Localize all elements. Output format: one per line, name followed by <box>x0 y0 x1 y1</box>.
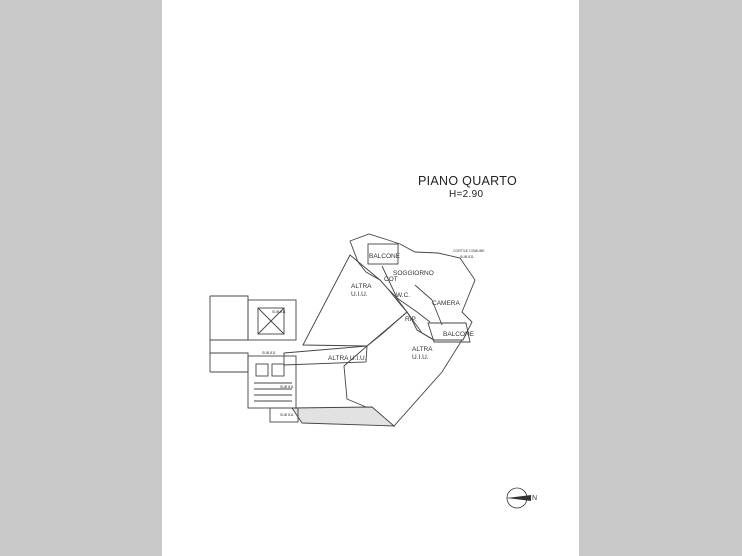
room-altra-1-a: ALTRA <box>351 283 372 290</box>
room-soggiorno: SOGGIORNO <box>393 270 434 277</box>
floor-plan-drawing: BALCONE SOGGIORNO COT ALTRA U.I.U. W.C. … <box>209 233 537 509</box>
room-balcone-top: BALCONE <box>369 253 401 260</box>
room-balcone-bottom: BALCONE <box>443 331 475 338</box>
room-camera: CAMERA <box>432 300 460 307</box>
sub-label-4: SUB 811 <box>280 413 294 417</box>
room-altra-2-b: U.I.U. <box>412 354 429 361</box>
room-cot: COT <box>384 276 398 283</box>
room-altra-corridor: ALTRA U.I.U. <box>328 355 367 362</box>
floor-height: H=2.90 <box>449 189 484 200</box>
sub-label-3: SUB 811 <box>280 385 294 389</box>
sub-label-2: SUB 811 <box>262 351 276 355</box>
note-line-2: SUB 811 <box>460 255 474 259</box>
sub-label-1: SUB 811 <box>272 310 286 314</box>
floor-title: PIANO QUARTO <box>418 174 517 188</box>
room-altra-1-b: U.I.U. <box>351 291 368 298</box>
note-line-1: CORTILE COMUNE <box>453 249 485 253</box>
floor-plan-page: PIANO QUARTO H=2.90 <box>162 0 579 556</box>
room-rip: RIP. <box>405 316 417 323</box>
room-altra-2-a: ALTRA <box>412 346 433 353</box>
compass-north-label: N <box>532 495 537 502</box>
room-wc: W.C. <box>396 292 410 299</box>
compass-icon <box>506 487 531 509</box>
